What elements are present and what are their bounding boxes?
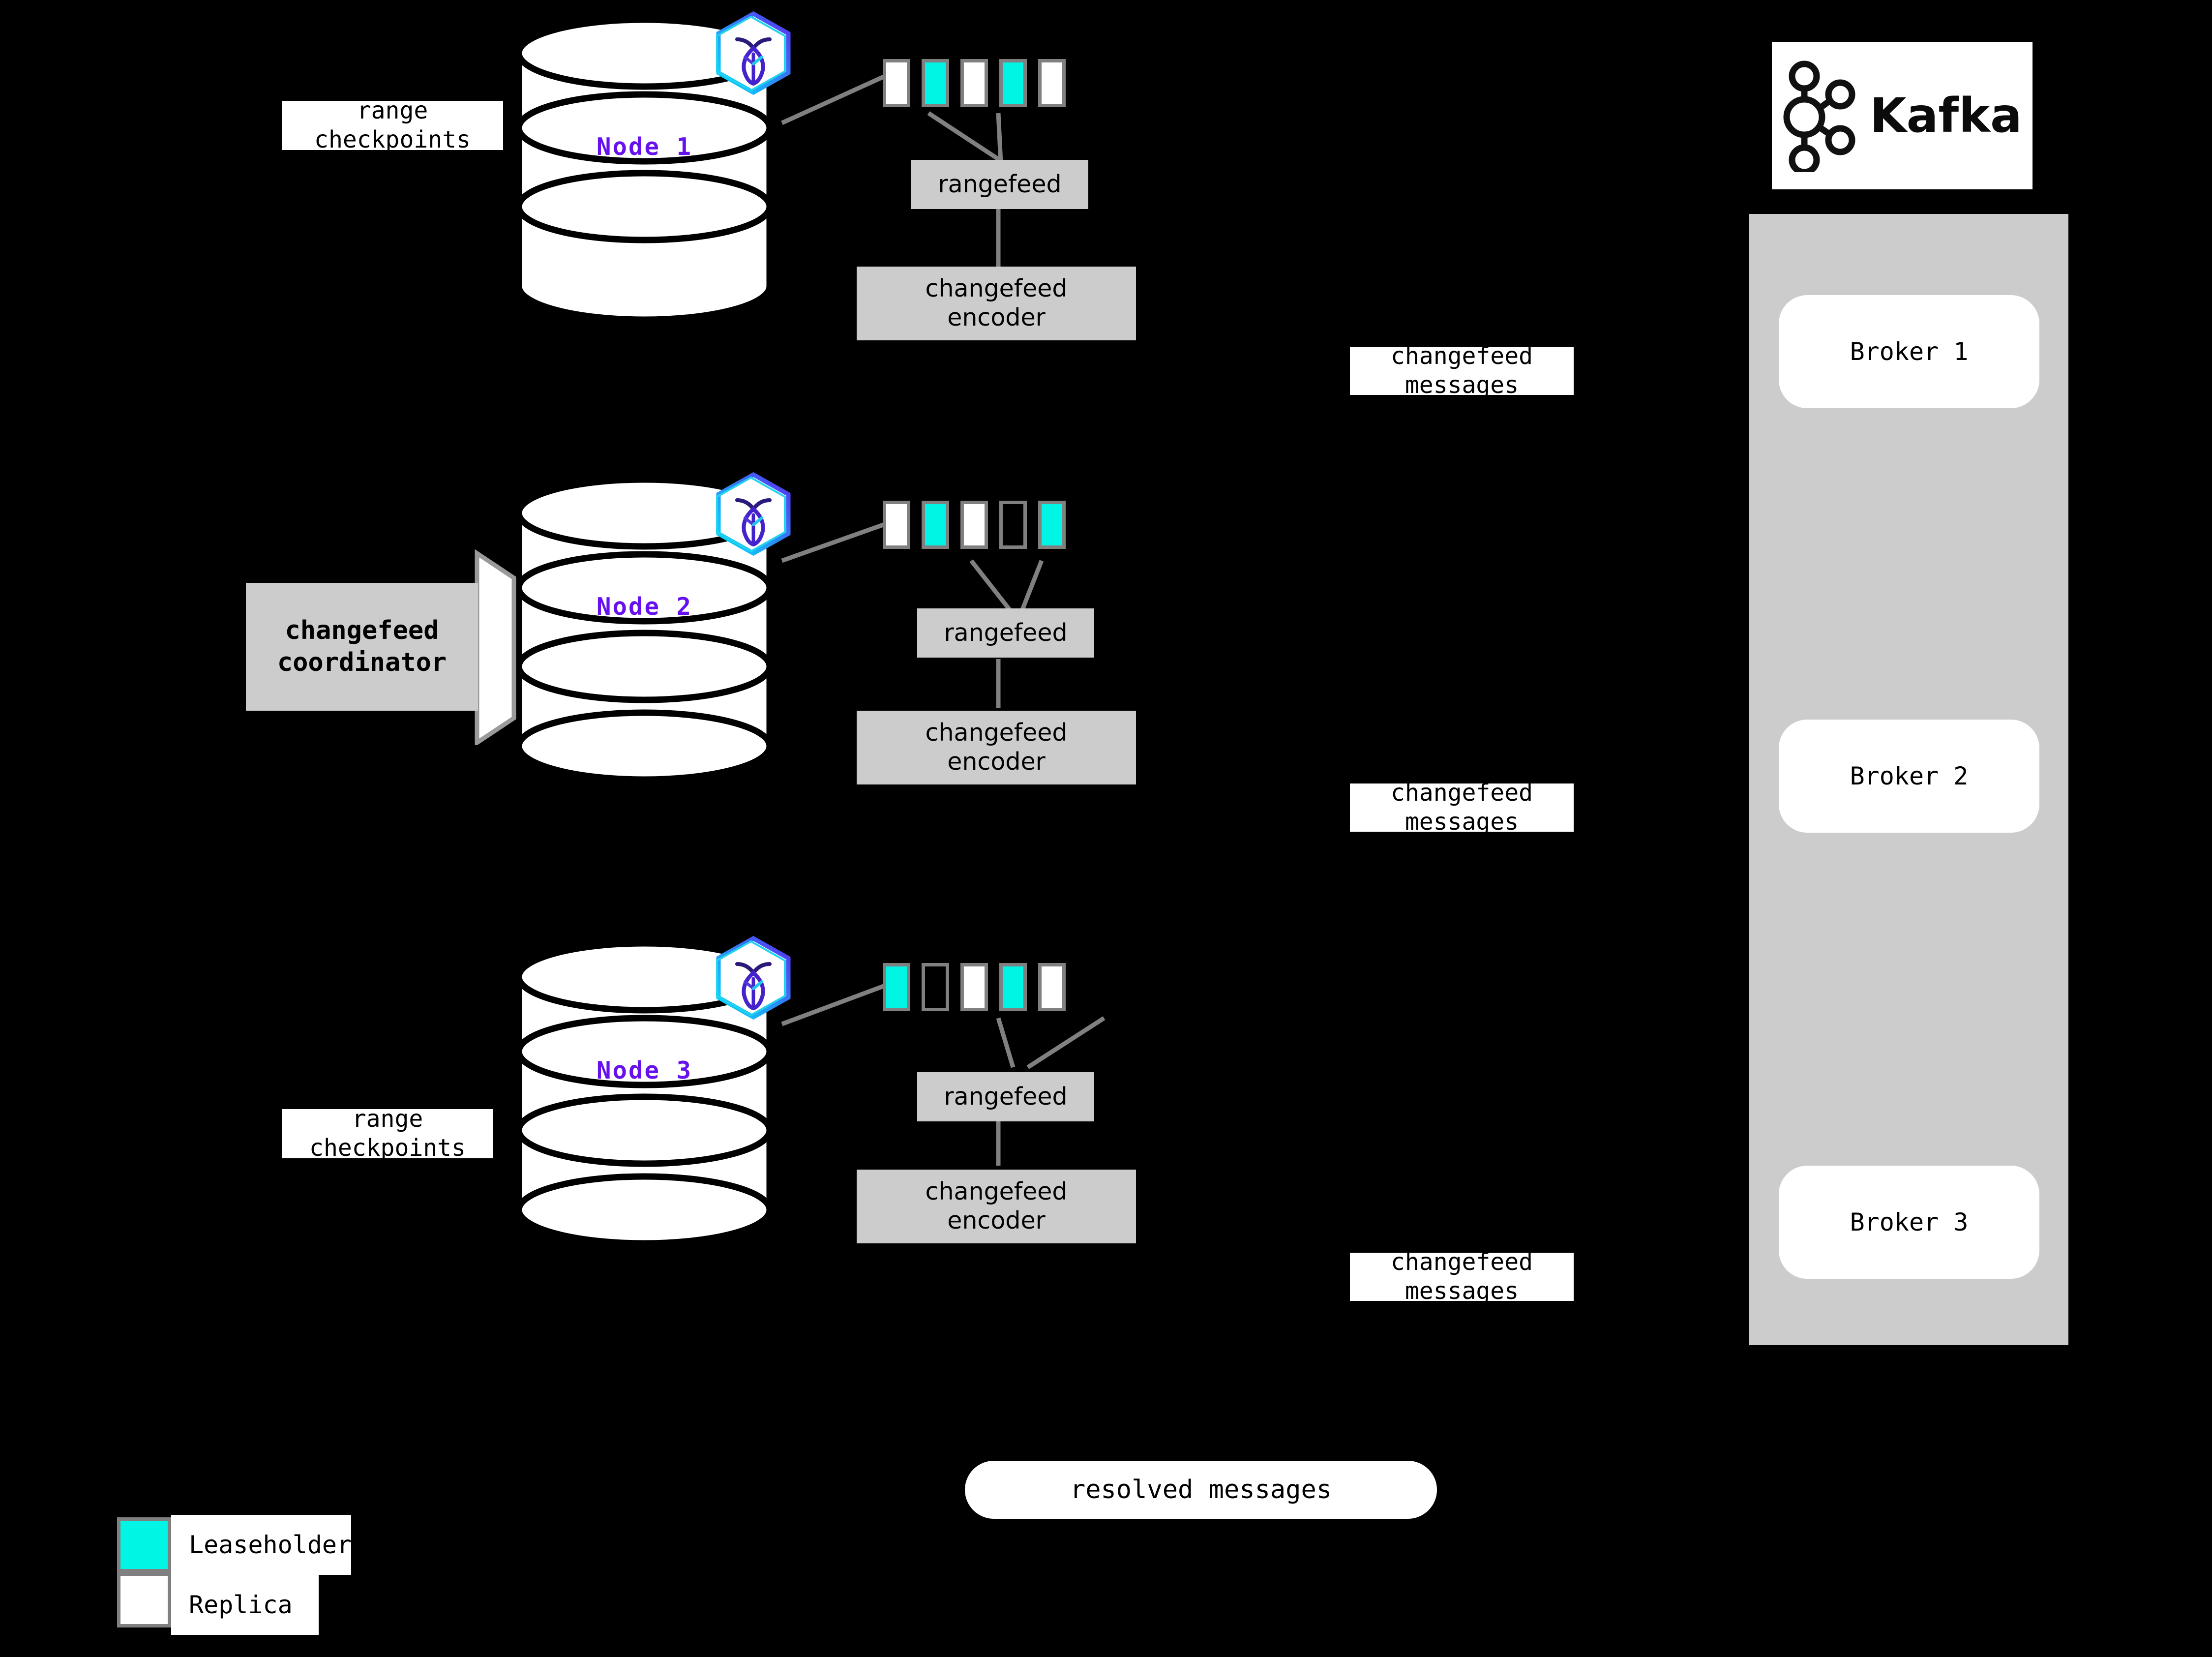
label-line-1: range [357, 97, 428, 125]
node3-range-row [883, 963, 1066, 1011]
node1-rangefeed-box[interactable]: rangefeed [911, 160, 1088, 209]
node3-label: Node 3 [597, 1056, 693, 1085]
range-replica[interactable] [1038, 59, 1066, 107]
broker-1[interactable]: Broker 1 [1779, 295, 2039, 408]
range-replica[interactable] [960, 501, 988, 549]
label-line-2: encoder [947, 303, 1046, 331]
node3-changefeed-encoder-box[interactable]: changefeed encoder [857, 1170, 1136, 1243]
kafka-wordmark: Kafka [1870, 88, 2022, 143]
node1-changefeed-messages-label: changefeed messages [1350, 342, 1574, 399]
range-replica[interactable] [960, 963, 988, 1011]
resolved-messages-pill[interactable]: resolved messages [965, 1461, 1437, 1519]
kafka-logo-card: Kafka [1772, 42, 2033, 189]
node2-changefeed-encoder-box[interactable]: changefeed encoder [857, 711, 1136, 784]
node1-range-row [883, 59, 1066, 107]
range-replica[interactable] [1038, 963, 1066, 1011]
node3-rangefeed-box[interactable]: rangefeed [917, 1072, 1094, 1121]
range-replica[interactable] [883, 59, 910, 107]
range-replica[interactable] [883, 501, 910, 549]
node2-changefeed-messages-label: changefeed messages [1350, 779, 1574, 836]
label-line-2: checkpoints [314, 126, 471, 153]
node1-label: Node 1 [597, 133, 693, 161]
label-line-2: encoder [947, 748, 1046, 776]
label-line-1: changefeed [925, 1177, 1068, 1206]
label-line-1: changefeed [1391, 779, 1533, 807]
node3-changefeed-messages-label: changefeed messages [1350, 1248, 1574, 1305]
label-line-1: changefeed [1391, 1248, 1533, 1276]
broker-3[interactable]: Broker 3 [1779, 1166, 2039, 1279]
legend-label-leaseholder: Leaseholder [171, 1515, 352, 1575]
range-leaseholder[interactable] [999, 963, 1027, 1011]
legend-swatch-replica [117, 1572, 171, 1627]
node1-range-checkpoints-label: range checkpoints [282, 97, 503, 153]
broker-2[interactable]: Broker 2 [1779, 720, 2039, 833]
label-line-1: changefeed [925, 274, 1068, 303]
range-leaseholder[interactable] [999, 59, 1027, 107]
range-empty[interactable] [922, 963, 949, 1011]
node2-rangefeed-box[interactable]: rangefeed [917, 608, 1094, 658]
legend-swatch-leaseholder [117, 1517, 171, 1572]
label-line-2: messages [1405, 808, 1519, 836]
label-line-2: messages [1405, 371, 1519, 399]
node3-range-checkpoints-label: range checkpoints [282, 1105, 493, 1162]
range-replica[interactable] [960, 59, 988, 107]
node2-label: Node 2 [597, 593, 693, 621]
label-line-2: messages [1405, 1277, 1519, 1305]
node1-cylinder [514, 15, 775, 325]
range-leaseholder[interactable] [1038, 501, 1066, 549]
changefeed-coordinator-callout[interactable] [246, 548, 521, 747]
range-leaseholder[interactable] [883, 963, 910, 1011]
node2-cylinder [514, 475, 775, 784]
label-line-1: changefeed [925, 719, 1068, 747]
range-leaseholder[interactable] [922, 501, 949, 549]
label-line-1: range [352, 1105, 423, 1133]
label-line-1: changefeed [285, 616, 439, 645]
node3-cockroachdb-hexagon-icon [712, 934, 795, 1024]
range-empty[interactable] [999, 501, 1027, 549]
label-line-2: encoder [947, 1206, 1046, 1235]
node1-changefeed-encoder-box[interactable]: changefeed encoder [857, 267, 1136, 340]
node2-range-row [883, 501, 1066, 549]
range-leaseholder[interactable] [922, 59, 949, 107]
changefeed-coordinator-label: changefeed coordinator [246, 583, 478, 711]
node3-cylinder [514, 938, 775, 1248]
label-line-2: coordinator [277, 648, 447, 677]
node1-cockroachdb-hexagon-icon [712, 9, 795, 99]
label-line-1: changefeed [1391, 342, 1533, 370]
node2-cockroachdb-hexagon-icon [712, 470, 795, 560]
label-line-2: checkpoints [309, 1134, 466, 1162]
kafka-logo-icon [1783, 60, 1855, 172]
legend-label-replica: Replica [171, 1575, 319, 1635]
